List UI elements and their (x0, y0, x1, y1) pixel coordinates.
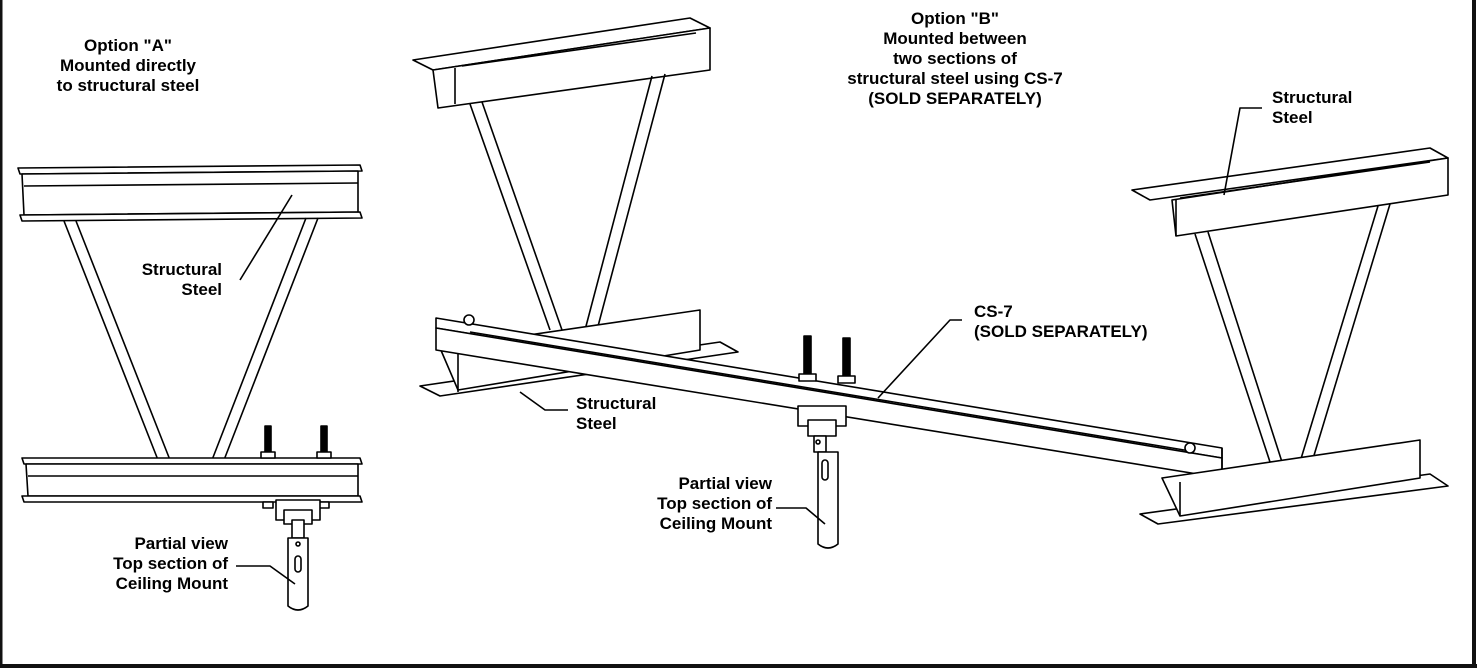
option-a-drawing (17, 164, 363, 611)
option-b-right-top-beam (1131, 147, 1449, 237)
option-a-bracket (63, 217, 319, 461)
option-a-top-beam (17, 164, 363, 222)
option-a-bolts (260, 425, 332, 509)
option-a-title: Option "A" Mounted directly to structura… (56, 36, 200, 95)
option-a-structural-steel-label: Structural Steel (141, 260, 222, 299)
option-a-ceiling-mount (275, 499, 321, 611)
option-b-bottom-structural-steel-label: Structural Steel (576, 394, 657, 433)
option-b-title: Option "B" Mounted between two sections … (847, 9, 1063, 108)
option-b-partial-view-label: Partial view Top section of Ceiling Moun… (657, 474, 772, 533)
cs7-bolts (463, 314, 1196, 454)
option-b-right-structural-steel-label: Structural Steel (1272, 88, 1353, 127)
option-b-left-bracket (469, 73, 666, 331)
option-b-right-bottom-beam (1139, 439, 1449, 525)
option-b-ceiling-mount (797, 405, 847, 549)
option-a-partial-view-label: Partial view Top section of Ceiling Moun… (113, 534, 228, 593)
option-b-right-bracket (1194, 203, 1391, 463)
option-a-bottom-beam (21, 457, 363, 503)
option-b-left-top-beam (412, 17, 711, 109)
cs7-label: CS-7 (SOLD SEPARATELY) (974, 302, 1148, 341)
